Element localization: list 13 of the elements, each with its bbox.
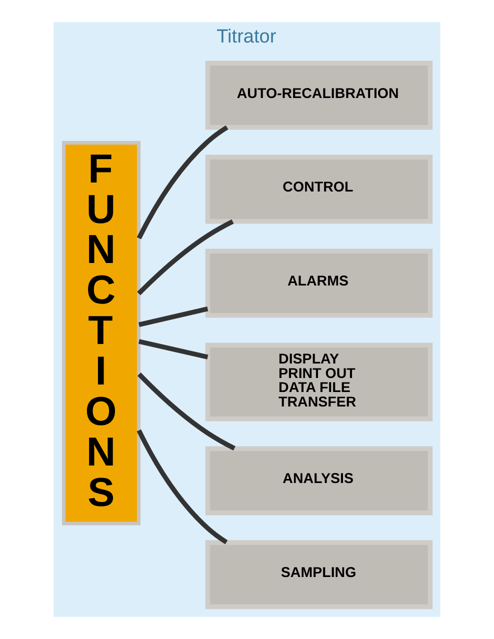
- node-box: DISPLAY PRINT OUT DATA FILE TRANSFER: [205, 342, 433, 422]
- connector: [138, 339, 208, 360]
- node-box: ANALYSIS: [205, 446, 433, 516]
- connector: [137, 219, 234, 296]
- connector: [136, 429, 228, 544]
- node-box: ALARMS: [205, 248, 433, 318]
- node-box: CONTROL: [205, 154, 433, 224]
- connector: [137, 372, 236, 451]
- node-box: FUNCTIONS: [62, 141, 141, 526]
- connector: [136, 125, 228, 240]
- connector: [138, 306, 208, 328]
- node-box: SAMPLING: [205, 540, 433, 610]
- node-box: AUTO-RECALIBRATION: [205, 60, 433, 130]
